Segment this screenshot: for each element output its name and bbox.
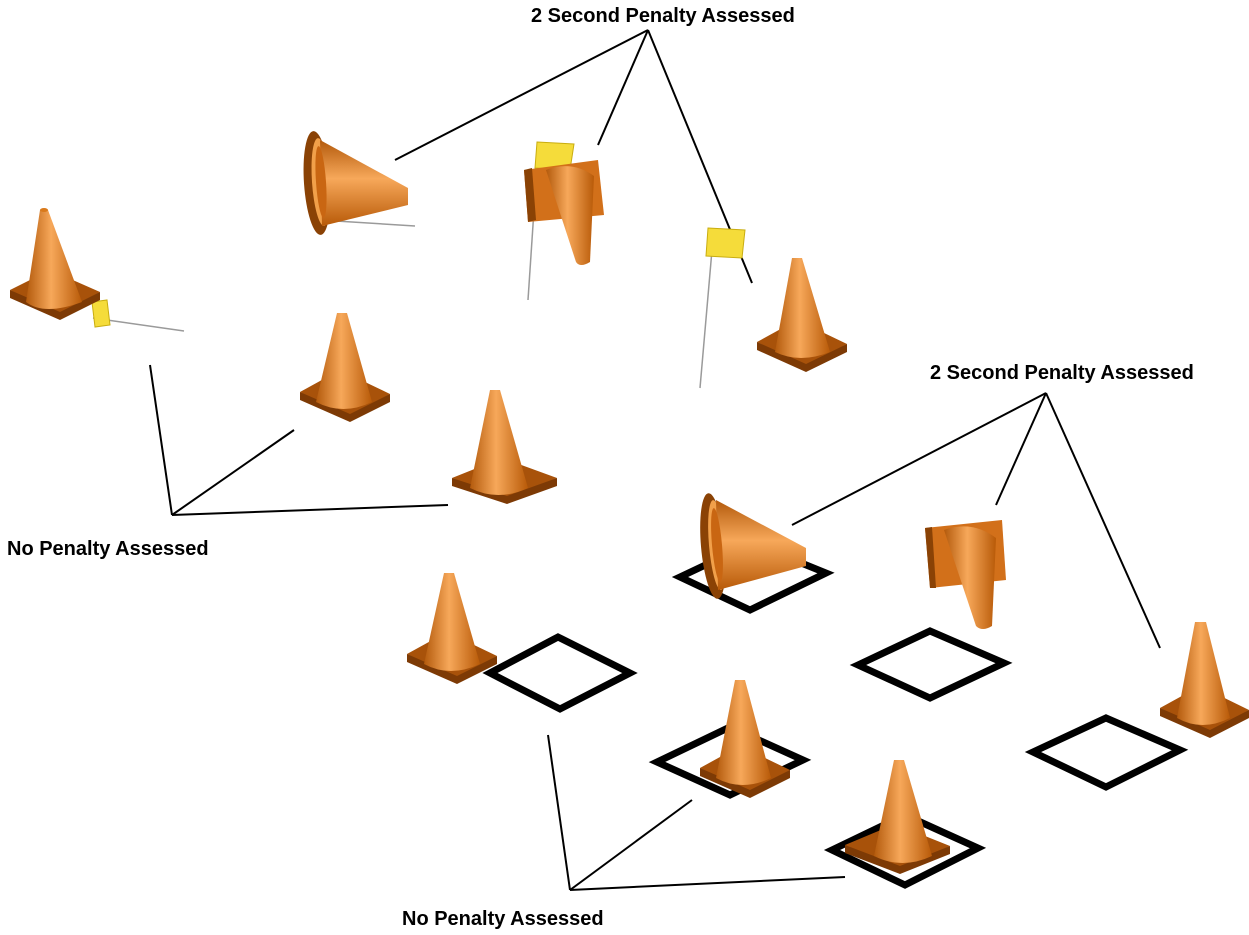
traffic-cone-knocked-over — [925, 520, 1006, 629]
leader-line — [995, 392, 1047, 506]
leader-line — [149, 364, 173, 516]
box-markings — [482, 539, 1189, 889]
traffic-cone — [407, 573, 497, 684]
leader-line — [394, 29, 649, 161]
box-marking — [1024, 714, 1189, 791]
traffic-cone — [700, 680, 790, 798]
flag-markers — [91, 141, 746, 389]
cones — [10, 131, 1249, 874]
traffic-cone — [10, 208, 100, 320]
leader-line — [171, 504, 449, 516]
box-marking — [849, 627, 1013, 702]
traffic-cone — [1160, 622, 1249, 738]
flag-marker — [699, 227, 746, 389]
right-penalty-label: 2 Second Penalty Assessed — [930, 362, 1194, 384]
leader-line — [569, 799, 693, 891]
leader-line — [569, 876, 846, 891]
flag-marker — [91, 299, 185, 332]
leader-line — [791, 392, 1047, 526]
box-marking — [648, 723, 812, 799]
bottom-no-penalty-label: No Penalty Assessed — [402, 908, 604, 930]
leader-line — [171, 429, 295, 516]
top-penalty-label: 2 Second Penalty Assessed — [531, 5, 795, 27]
traffic-cone-knocked-over — [303, 131, 408, 235]
leader-lines — [149, 29, 1161, 891]
traffic-cone-knocked-over — [524, 160, 604, 265]
traffic-cone — [452, 390, 557, 504]
traffic-cone-knocked-over — [700, 493, 806, 599]
traffic-cone — [300, 313, 390, 422]
box-marking — [482, 633, 638, 713]
leader-line — [1045, 392, 1161, 649]
leader-line — [547, 734, 571, 891]
traffic-cone — [757, 258, 847, 372]
leader-line — [597, 29, 649, 146]
left-no-penalty-label: No Penalty Assessed — [7, 538, 209, 560]
traffic-cone — [845, 760, 950, 874]
